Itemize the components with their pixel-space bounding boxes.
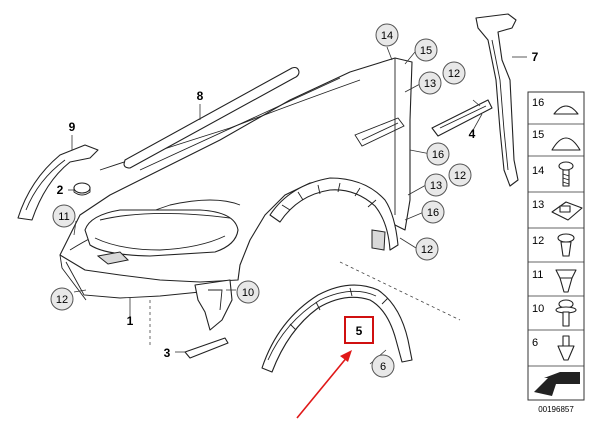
lower-bracket: [194, 279, 233, 331]
callout-3[interactable]: 3: [164, 346, 171, 360]
callout-11[interactable]: 11: [52, 204, 76, 228]
fender-panel: [59, 57, 413, 301]
callout-label: 2: [57, 183, 64, 197]
pin-clip-icon: [557, 335, 575, 361]
callout-label: 16: [427, 207, 439, 219]
fastener-number: 12: [532, 235, 544, 247]
callout-label: 12: [448, 68, 460, 80]
callout-label: 7: [532, 50, 539, 64]
callout-12-lower[interactable]: 12: [415, 237, 439, 261]
callout-12-left[interactable]: 12: [50, 287, 74, 311]
fastener-panel: 16 15 14 13 12 11 10: [527, 91, 585, 401]
trim-strip: [123, 66, 300, 169]
callout-label: 14: [381, 30, 393, 42]
callout-label: 5: [356, 324, 363, 338]
callout-label: 1: [127, 314, 134, 328]
callout-label: 12: [421, 244, 433, 256]
callout-8[interactable]: 8: [197, 89, 204, 103]
flange-screw-icon: [555, 299, 577, 327]
expansion-rivet-icon: [557, 233, 575, 257]
catalog-number: 00196857: [538, 405, 574, 414]
callout-label: 13: [430, 180, 442, 192]
fastener-number: 13: [532, 199, 544, 211]
grommet-icon: [553, 105, 579, 115]
callout-2[interactable]: 2: [57, 183, 64, 197]
callout-5-highlighted[interactable]: 5: [344, 316, 374, 344]
callout-14[interactable]: 14: [375, 23, 399, 47]
callout-label: 3: [164, 346, 171, 360]
callout-label: 13: [424, 78, 436, 90]
callout-label: 9: [69, 120, 76, 134]
callout-label: 4: [469, 127, 476, 141]
callout-13-lower[interactable]: 13: [424, 173, 448, 197]
clip-nut-icon: [551, 201, 583, 221]
callout-9[interactable]: 9: [69, 120, 76, 134]
callout-6[interactable]: 6: [371, 354, 395, 378]
cap-2: [73, 182, 91, 196]
callout-label: 10: [242, 287, 254, 299]
highlight-arrow: [296, 350, 352, 419]
wheel-arch-trim: [261, 284, 413, 373]
guide-line: [339, 261, 461, 321]
callout-label: 12: [454, 170, 466, 182]
callout-label: 15: [420, 45, 432, 57]
side-marker-4: [431, 99, 493, 137]
fastener-number: 16: [532, 97, 544, 109]
callout-12-middle[interactable]: 12: [448, 163, 472, 187]
fastener-number: 6: [532, 337, 538, 349]
screw-icon: [558, 161, 574, 187]
cap-icon: [551, 137, 581, 151]
callout-label: 16: [432, 149, 444, 161]
callout-16-lower[interactable]: 16: [421, 200, 445, 224]
fastener-number: 15: [532, 129, 544, 141]
fastener-number: 10: [532, 303, 544, 315]
callout-15[interactable]: 15: [414, 38, 438, 62]
callout-4[interactable]: 4: [469, 127, 476, 141]
bracket-9: [17, 144, 99, 221]
callout-label: 11: [58, 211, 69, 223]
callout-label: 6: [380, 361, 386, 373]
trim-3: [184, 337, 229, 359]
callout-13-upper[interactable]: 13: [418, 71, 442, 95]
wheel-arch-liner: [269, 177, 399, 251]
callout-7[interactable]: 7: [532, 50, 539, 64]
callout-12-upper[interactable]: 12: [442, 61, 466, 85]
direction-arrow-icon: [534, 372, 580, 396]
callout-1[interactable]: 1: [127, 314, 134, 328]
callout-10[interactable]: 10: [236, 280, 260, 304]
callout-16-upper[interactable]: 16: [426, 142, 450, 166]
seal-7: [475, 13, 519, 187]
callout-label: 8: [197, 89, 204, 103]
callout-label: 12: [56, 294, 68, 306]
clip-icon: [555, 269, 577, 293]
fastener-number: 11: [532, 269, 543, 281]
fastener-number: 14: [532, 165, 544, 177]
highlight-box: [344, 316, 374, 344]
